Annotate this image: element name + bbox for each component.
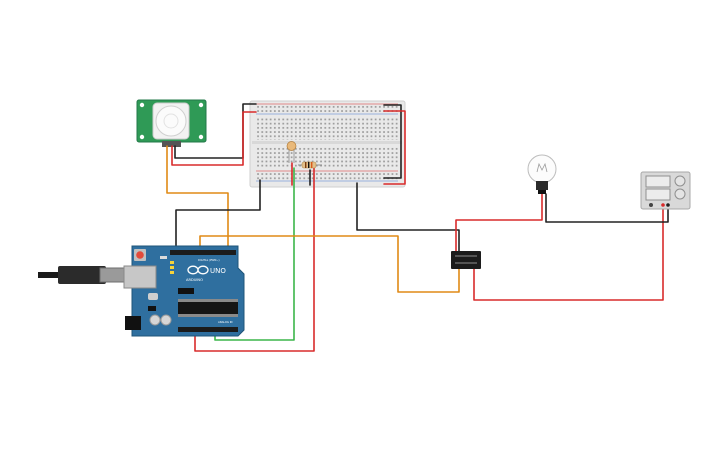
power-switch[interactable] [649, 203, 653, 207]
photoresistor[interactable] [286, 141, 297, 164]
lamp[interactable] [527, 154, 557, 194]
crystal [148, 293, 158, 300]
power-supply[interactable] [640, 171, 691, 210]
voltage-display [645, 175, 671, 188]
current-display [645, 188, 671, 201]
capacitor [149, 314, 161, 326]
digital-label: DIGITAL (PWM~) [198, 258, 220, 262]
wire-arduino-gnd[interactable] [175, 179, 261, 253]
wire-pir-vcc[interactable] [171, 111, 257, 166]
photoresistor-head [286, 141, 297, 151]
wire-rail-gnd-bridge[interactable] [383, 104, 402, 179]
breadboard-bottom-rail [256, 172, 398, 180]
resistor[interactable] [298, 161, 322, 169]
positive-terminal[interactable] [661, 203, 665, 207]
wire-relay-to-lamp[interactable] [455, 193, 543, 253]
model-label: UNO [210, 267, 226, 275]
breadboard-terminal-bottom [256, 146, 398, 168]
negative-terminal[interactable] [666, 203, 670, 207]
breadboard-top-rail [256, 105, 398, 113]
microcontroller-chip [178, 302, 238, 314]
wire-relay-gnd[interactable] [356, 182, 460, 253]
brand-label: ARDUINO [186, 278, 203, 282]
pir-header [162, 141, 181, 147]
usb-connector [99, 267, 125, 283]
capacitor [160, 314, 172, 326]
usb-cable [38, 272, 58, 278]
lamp-bulb [527, 154, 557, 184]
wire-relay-to-supply[interactable] [473, 205, 664, 301]
lamp-filament [536, 162, 548, 173]
relay-body [451, 251, 481, 269]
analog-label: ANALOG IN [218, 320, 232, 324]
wire-relay-signal[interactable] [199, 235, 460, 293]
arduino-uno[interactable]: ARDUINO UNO DIGITAL (PWM~) ANALOG IN [38, 245, 245, 337]
reset-button[interactable] [136, 251, 144, 259]
wire-pir-signal[interactable] [166, 145, 229, 253]
breadboard[interactable] [249, 100, 406, 188]
digital-header [170, 250, 236, 255]
usb-plug [58, 266, 106, 284]
pir-sensor[interactable] [136, 99, 207, 147]
power-analog-header [178, 327, 238, 332]
lamp-base [536, 181, 548, 190]
relay[interactable] [451, 251, 481, 269]
current-knob[interactable] [674, 188, 686, 200]
voltage-knob[interactable] [674, 175, 686, 187]
pir-dome [155, 105, 187, 137]
usb-port [123, 265, 157, 289]
wire-lamp-to-supply[interactable] [545, 193, 669, 223]
breadboard-terminal-top [256, 118, 398, 140]
wire-rail-vcc-bridge[interactable] [383, 110, 406, 185]
power-jack [125, 316, 141, 330]
